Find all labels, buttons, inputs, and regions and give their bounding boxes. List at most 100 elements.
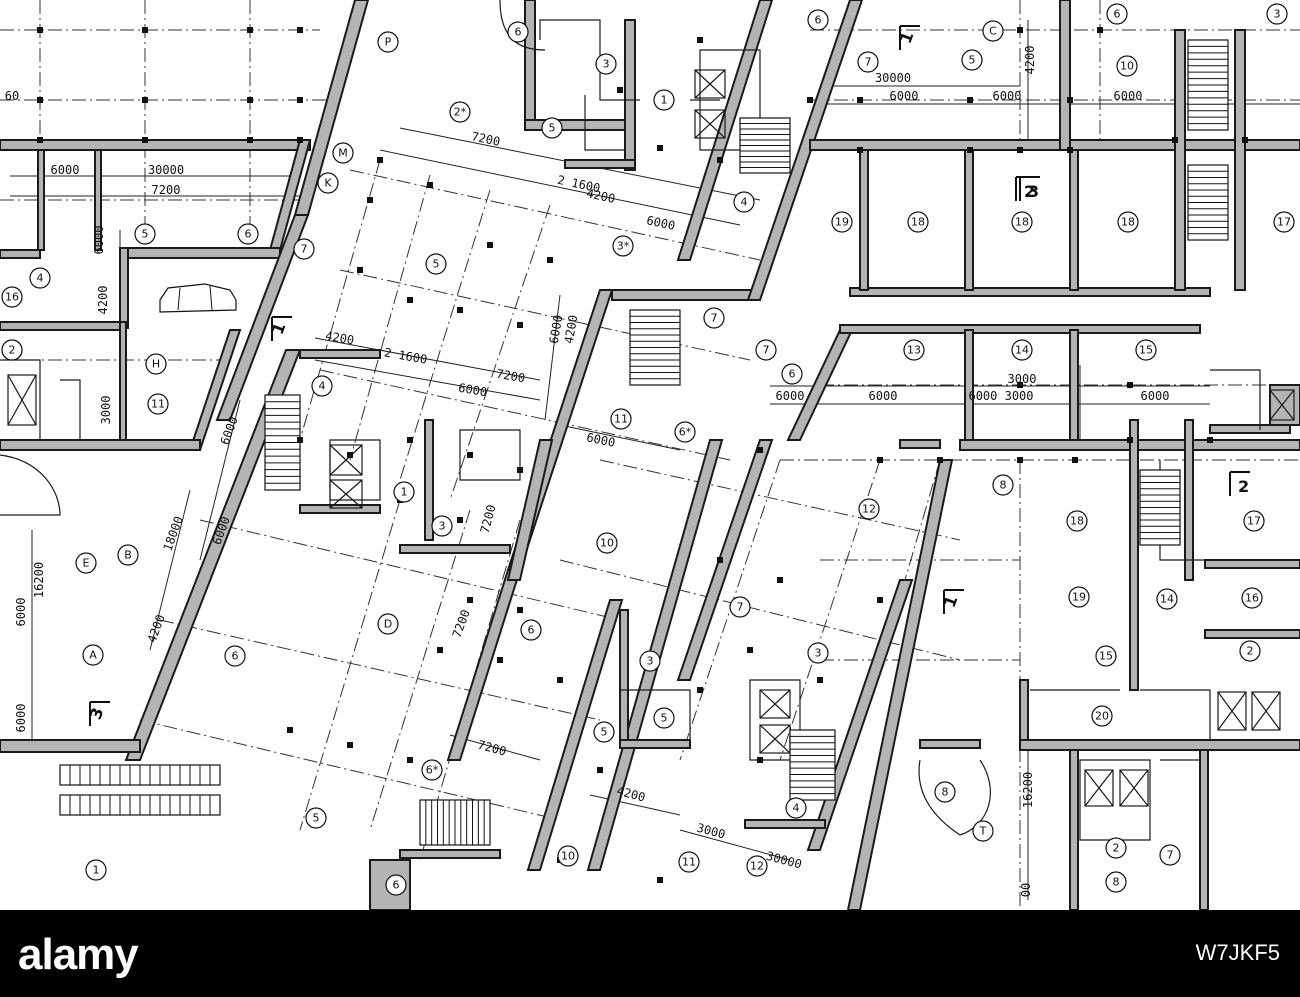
dimension-label: 30000 [765,849,804,872]
grid-node [817,677,823,683]
room-label: 10 [596,532,618,554]
room-label-text: 6* [679,426,692,439]
room-label: 8 [934,781,956,803]
room-label: 15 [1135,339,1157,361]
room-label: 6 [1106,3,1128,25]
grid-node [1017,27,1023,33]
grid-node [747,647,753,653]
room-label: 12 [858,498,880,520]
dimension-label: 3000 [1008,372,1037,386]
room-label: M [332,142,354,164]
dimension-label: 00 [1019,883,1033,897]
room-label: 5 [593,721,615,743]
image-code: W7JKF5 [1195,940,1280,965]
room-label: 8 [1105,871,1127,893]
watermark-bar: alamy W7JKF5 [0,910,1300,997]
grid-node [407,297,413,303]
section-mark: 3 [86,701,110,726]
room-label-text: 8 [1113,876,1120,889]
room-label: A [82,644,104,666]
room-label: 1 [85,859,107,881]
room-label-text: 3* [617,240,630,253]
room-label-text: D [384,618,392,631]
room-label-text: 6 [232,650,239,663]
grid-node [717,157,723,163]
room-label-text: 18 [1070,515,1084,528]
grid-node [857,147,863,153]
dimension-label: 6000 [14,598,28,627]
section-mark: 1 [940,589,964,614]
dimension-label: 6000 [51,163,80,177]
room-label-text: 2 [9,344,16,357]
room-label-text: 4 [37,272,44,285]
grid-node [517,322,523,328]
dimension-label: 60 [5,89,19,103]
grid-node [697,37,703,43]
room-label-text: P [385,36,392,49]
room-label-text: 5 [969,54,976,67]
elevator-box [329,479,363,509]
room-label: 5 [425,253,447,275]
room-label-text: 16 [1245,592,1259,605]
room-label: C [982,20,1004,42]
room-label: 3* [612,235,634,257]
room-label-text: 14 [1015,344,1029,357]
grid-node [297,97,303,103]
dimension-label: 16200 [1021,772,1035,808]
room-label-text: 12 [862,503,876,516]
room-label-text: 7 [711,312,718,325]
room-label-text: 15 [1099,650,1113,663]
room-label: D [377,613,399,635]
dimension-label: 7200 [478,503,499,535]
room-label: H [145,353,167,375]
grid-node [717,557,723,563]
room-label: 5 [134,223,156,245]
room-label-text: 2* [454,106,467,119]
grid-node [427,182,433,188]
room-label: 18 [907,211,929,233]
dimension-label: 4200 [1023,46,1037,75]
room-label-text: 8 [1000,479,1007,492]
room-label: 16 [1241,587,1263,609]
grid-node [467,597,473,603]
room-label-text: 8 [942,786,949,799]
dimension-label: 6000 [645,213,676,233]
elevator-box [759,689,791,719]
grid-node [517,607,523,613]
grid-node [347,452,353,458]
room-label-text: A [89,649,97,662]
room-label: 2 [1105,837,1127,859]
room-label: 5 [541,117,563,139]
room-label-text: 6 [515,26,522,39]
dimension-label: 6000 [14,704,28,733]
grid-node [297,27,303,33]
watermark-logo: alamy [18,930,139,979]
section-mark-text: 2 [1238,477,1249,496]
room-label-text: 5 [313,812,320,825]
room-label: 11 [147,393,169,415]
room-label: 11 [610,408,632,430]
room-label: 4 [733,191,755,213]
elevator-cores [7,69,1295,807]
grid-node [37,97,43,103]
room-label: 20 [1091,705,1113,727]
room-label-text: 17 [1277,216,1291,229]
grid-node [1097,27,1103,33]
dimension-label: 4200 [585,186,616,206]
room-label-text: 13 [907,344,921,357]
room-label: 14 [1156,588,1178,610]
grid-node [1127,437,1133,443]
room-label: 2* [449,101,471,123]
grid-node [357,267,363,273]
dimension-label: 6000 3000 [968,389,1033,403]
grid-node [287,727,293,733]
grid-node [1067,147,1073,153]
grid-node [1017,147,1023,153]
room-label: 3 [431,515,453,537]
dimension-label: 7200 [152,183,181,197]
section-mark-text: 3 [1028,182,1039,201]
room-label-text: 1 [661,94,668,107]
grid-node [1207,437,1213,443]
